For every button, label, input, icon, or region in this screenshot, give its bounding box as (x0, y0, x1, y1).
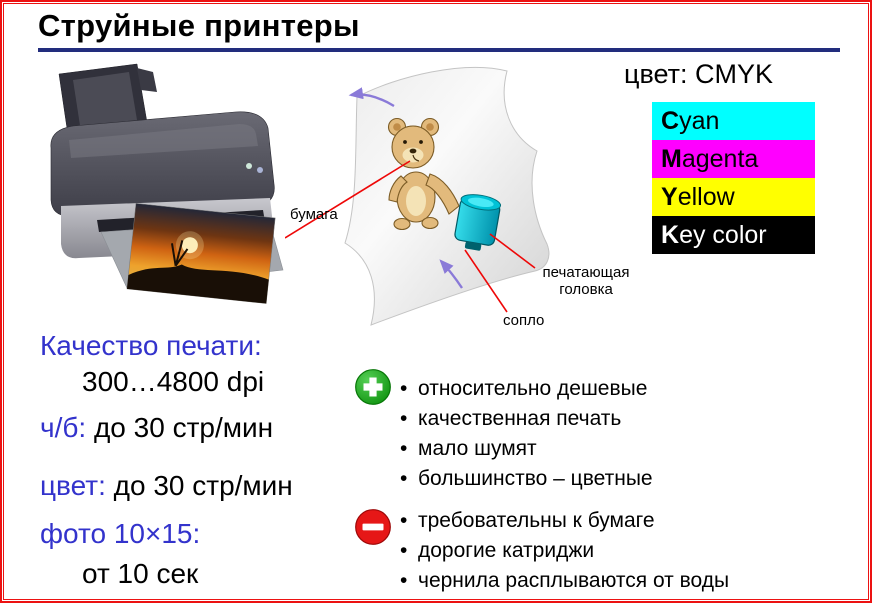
cmyk-row-c: Cyan (652, 102, 815, 140)
bullet-item: • относительно дешевые (400, 374, 653, 404)
cmyk-label-rest: agenta (681, 145, 759, 173)
cmyk-heading: цвет: CMYK (624, 59, 774, 89)
page-title: Струйные принтеры (38, 8, 360, 43)
bullet-text: чернила расплываются от воды (418, 569, 730, 592)
bullet-icon: • (400, 509, 408, 532)
bw-speed-label: ч/б: (40, 412, 87, 443)
plus-icon (354, 368, 392, 406)
bullet-text: относительно дешевые (418, 377, 648, 400)
inkjet-printer-illustration (50, 63, 284, 304)
bullet-item: • качественная печать (400, 404, 653, 434)
title-underline (38, 48, 840, 52)
cmyk-row-k: Key color (652, 216, 815, 254)
cmyk-letter: K (661, 221, 680, 249)
photo-speed-label: фото 10×15: (40, 518, 201, 549)
cmyk-row-m: Magenta (652, 140, 815, 178)
cons-list: • требовательны к бумаге • дорогие катриджи… (400, 506, 729, 596)
bullet-icon: • (400, 407, 408, 430)
bullet-text: большинство – цветные (418, 467, 653, 490)
bullet-text: мало шумят (418, 437, 537, 460)
bullet-item: • требовательны к бумаге (400, 506, 729, 536)
paper-and-printhead-drawing (285, 66, 550, 326)
printhead-label: печатающая головка (542, 264, 630, 298)
cmyk-label-rest: ellow (677, 183, 735, 211)
cmyk-label-rest: yan (679, 107, 720, 135)
bullet-icon: • (400, 377, 408, 400)
bw-speed-line: ч/б: до 30 стр/мин (40, 412, 273, 444)
printhead-diagram: бумага печатающая головка сопло (285, 54, 635, 344)
bullet-text: требовательны к бумаге (418, 509, 655, 532)
bullet-item: • дорогие катриджи (400, 536, 729, 566)
print-quality-value: 300…4800 dpi (82, 366, 265, 397)
nozzle-label: сопло (503, 312, 545, 329)
cmyk-row-y: Yellow (652, 178, 815, 216)
bullet-item: • чернила расплываются от воды (400, 566, 729, 596)
color-speed-line: цвет: до 30 стр/мин (40, 470, 293, 502)
bw-speed-value: до 30 стр/мин (93, 412, 274, 443)
bullet-icon: • (400, 569, 408, 592)
bear-drawing (387, 117, 460, 231)
color-speed-value: до 30 стр/мин (113, 470, 293, 501)
printhead-drawing (454, 194, 502, 251)
bullet-item: • мало шумят (400, 434, 653, 464)
minus-icon (354, 508, 392, 546)
color-speed-label: цвет: (40, 470, 106, 501)
photo-speed-value: от 10 сек (82, 558, 199, 589)
annotation-lines (285, 160, 536, 313)
cmyk-letter: M (661, 145, 682, 173)
motion-arrows (348, 87, 463, 289)
print-quality-label: Качество печати: (40, 330, 262, 361)
pros-list: • относительно дешевые • качественная печат… (400, 374, 653, 494)
bullet-text: дорогие катриджи (418, 539, 595, 562)
bullet-icon: • (400, 467, 408, 490)
paper-label: бумага (290, 206, 338, 223)
bullet-text: качественная печать (418, 407, 622, 430)
bullet-item: • большинство – цветные (400, 464, 653, 494)
cmyk-letter: Y (661, 183, 678, 211)
cmyk-label-rest: ey color (679, 221, 767, 249)
bullet-icon: • (400, 539, 408, 562)
cmyk-letter: C (661, 107, 680, 135)
bullet-icon: • (400, 437, 408, 460)
